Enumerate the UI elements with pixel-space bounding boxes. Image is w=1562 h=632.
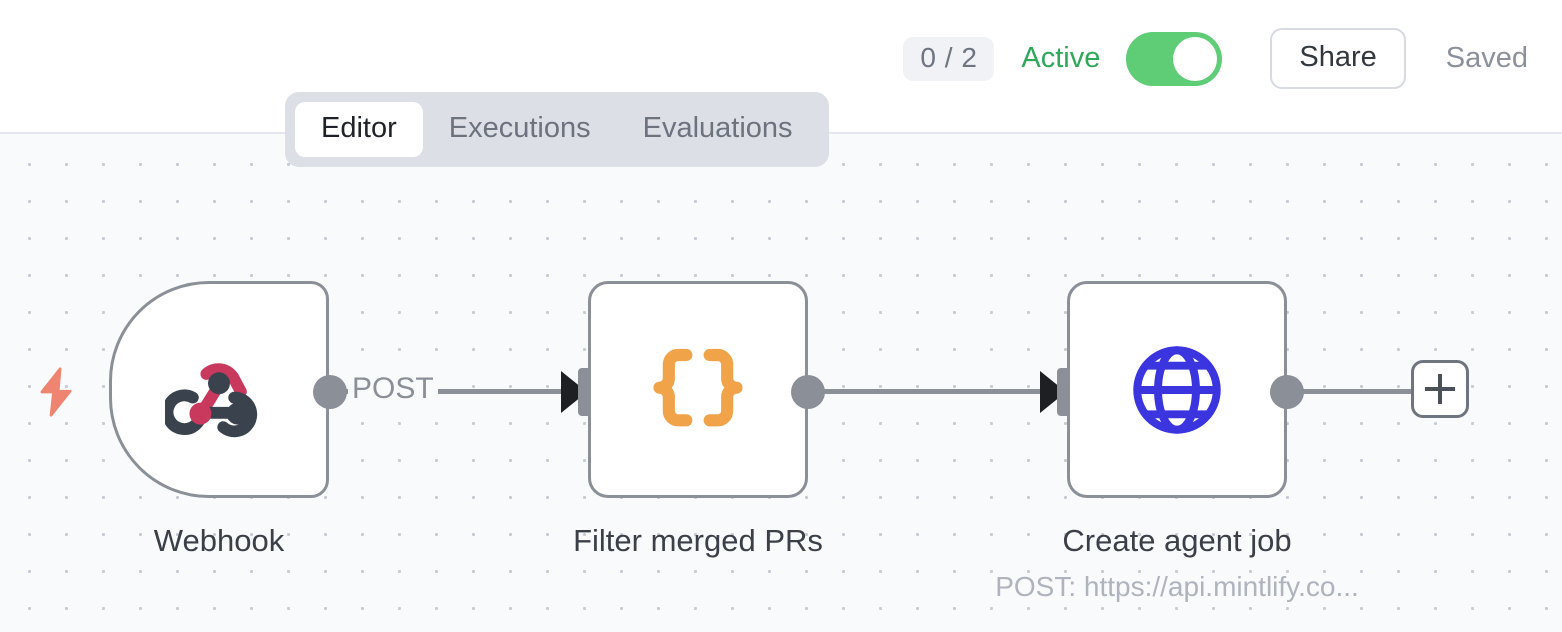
- globe-icon: [1070, 284, 1284, 495]
- node-create-agent-job[interactable]: [1067, 281, 1287, 498]
- connection-http-to-add: [1297, 389, 1411, 394]
- share-button[interactable]: Share: [1270, 28, 1406, 89]
- tab-evaluations[interactable]: Evaluations: [642, 112, 793, 144]
- view-tabbar: Editor Executions Evaluations: [285, 92, 829, 167]
- webhook-icon: [112, 284, 326, 495]
- flow-layer: POST: [0, 134, 1562, 632]
- node-title-filter-merged-prs: Filter merged PRs: [573, 523, 823, 558]
- saved-status-label: Saved: [1445, 42, 1528, 74]
- connection-label-post: POST: [348, 372, 438, 406]
- active-toggle[interactable]: [1126, 31, 1223, 86]
- code-braces-icon: [591, 284, 805, 495]
- node-filter-merged-prs[interactable]: [588, 281, 808, 498]
- tab-executions[interactable]: Executions: [448, 112, 591, 144]
- add-node-button[interactable]: [1411, 360, 1469, 418]
- workflow-canvas[interactable]: POST: [0, 134, 1562, 632]
- connection-webhook-to-filter[interactable]: [340, 389, 570, 394]
- node-title-webhook: Webhook: [153, 523, 285, 558]
- active-toggle-knob: [1173, 36, 1218, 81]
- connection-filter-to-http[interactable]: [818, 389, 1048, 394]
- node-title-create-agent-job: Create agent job: [1062, 523, 1292, 558]
- node-webhook[interactable]: [109, 281, 329, 498]
- active-status-label: Active: [1021, 42, 1101, 74]
- execution-count-badge: 0 / 2: [903, 36, 995, 81]
- tab-editor[interactable]: Editor: [295, 102, 423, 157]
- node-subtitle-create-agent-job: POST: https://api.mintlify.co...: [995, 571, 1359, 602]
- lightning-bolt-icon: [36, 366, 76, 418]
- header-actions: 0 / 2 Active Share Saved: [903, 28, 1528, 89]
